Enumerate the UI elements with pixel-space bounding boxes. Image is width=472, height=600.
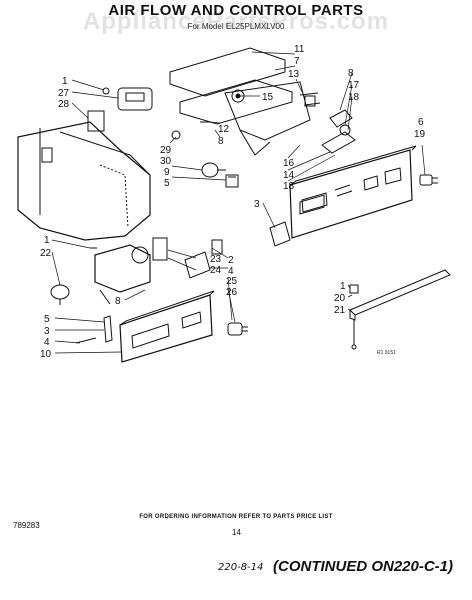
callout-13: 13	[288, 69, 300, 80]
model-line: For Model EL25PLMXLV00	[187, 22, 285, 31]
page-number: 14	[232, 528, 241, 537]
watermark: AppliancePartsPros.com	[82, 8, 390, 35]
callout-1-right: 1	[340, 281, 346, 292]
callout-1-lower: 1	[44, 235, 50, 246]
callout-1-top: 1	[62, 76, 68, 87]
trim-strip	[349, 269, 451, 350]
callout-23: 23	[210, 254, 222, 265]
leader-lines	[51, 51, 426, 354]
continued-note: (CONTINUED ON220-C-1)	[273, 558, 454, 575]
callout-numbers: 11 7 13 15 1 27 28 12 8 29 30 9 5 8 17 1…	[40, 44, 426, 360]
callout-3-upper: 3	[254, 199, 260, 210]
callout-8-lower: 8	[115, 296, 121, 307]
callout-5-lower: 5	[44, 314, 50, 325]
callout-2: 2	[228, 255, 234, 266]
callout-24: 24	[210, 265, 222, 276]
upper-light-bulb	[201, 162, 239, 188]
doc-number: 789283	[13, 521, 40, 530]
callout-14: 14	[283, 170, 295, 181]
upper-control-bracket	[321, 109, 356, 154]
damper-cover	[169, 47, 293, 125]
callout-19: 19	[414, 129, 426, 140]
callout-25: 25	[226, 276, 238, 287]
callout-18-lower: 18	[283, 181, 295, 192]
lower-brackets	[75, 221, 291, 344]
callout-27: 27	[58, 88, 70, 99]
callout-3-lower: 3	[44, 326, 50, 337]
callout-12: 12	[218, 124, 230, 135]
page-title: AIR FLOW AND CONTROL PARTS	[108, 2, 364, 19]
callout-5-upper: 5	[164, 178, 170, 189]
air-duct-housing	[17, 121, 151, 241]
callout-4-lower: 4	[44, 337, 50, 348]
callout-8-upper: 8	[348, 68, 354, 79]
callout-6: 6	[418, 117, 424, 128]
callout-18-upper: 18	[348, 92, 360, 103]
callout-9: 9	[164, 167, 170, 178]
callout-21: 21	[334, 305, 346, 316]
callout-16: 16	[283, 158, 295, 169]
callout-26: 26	[226, 287, 238, 298]
figure-id: R1 9151	[377, 350, 396, 356]
callout-4-mid: 4	[228, 266, 234, 277]
callout-17: 17	[348, 80, 360, 91]
handwritten-ref: 220-8-14	[218, 562, 264, 573]
callout-20: 20	[334, 293, 346, 304]
callout-22: 22	[40, 248, 52, 259]
ordering-note: FOR ORDERING INFORMATION REFER TO PARTS …	[139, 514, 333, 520]
callout-28: 28	[58, 99, 70, 110]
lower-control-panel	[119, 290, 215, 363]
upper-control-panel	[289, 145, 417, 239]
lower-light-assembly	[50, 237, 168, 305]
callout-10: 10	[40, 349, 52, 360]
callout-7: 7	[294, 56, 300, 67]
upper-knob	[419, 174, 438, 186]
callout-30: 30	[160, 156, 172, 167]
callout-15: 15	[262, 92, 274, 103]
callout-11: 11	[294, 44, 305, 55]
callout-8-mid: 8	[218, 136, 224, 147]
callout-29: 29	[160, 145, 172, 156]
lower-knob	[227, 322, 248, 336]
screws-upper-left	[87, 87, 210, 140]
